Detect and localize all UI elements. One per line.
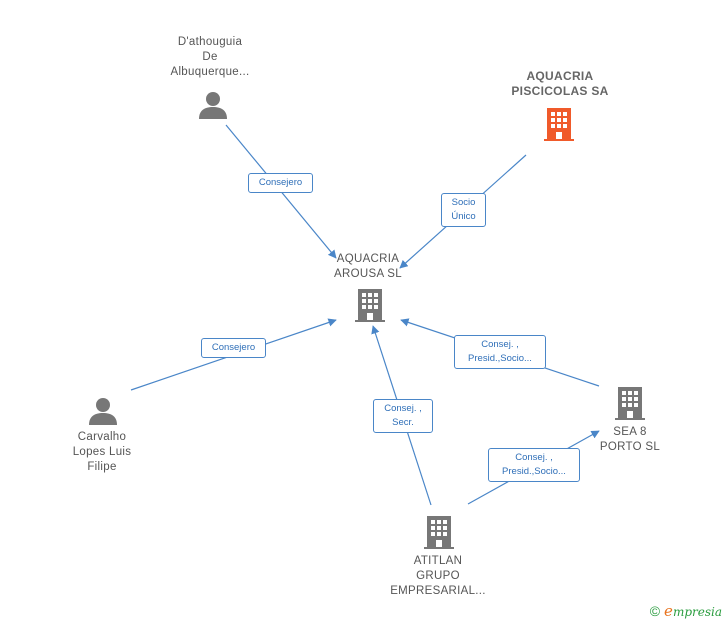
node-label-aquacria-piscicolas[interactable]: AQUACRIA PISCICOLAS SA [511, 69, 609, 98]
node-label-sea8[interactable]: SEA 8 PORTO SL [599, 426, 661, 453]
edge-label-piscicolas-arousa[interactable]: Socio Único [441, 193, 486, 227]
edge-label-dathouguia-arousa[interactable]: Consejero [248, 173, 313, 193]
edge-label-atitlan-arousa[interactable]: Consej. , Secr. [373, 399, 433, 433]
node-label-dathouguia[interactable]: D'athouguia De Albuquerque... [170, 36, 250, 78]
edge-label-atitlan-sea8[interactable]: Consej. , Presid.,Socio... [488, 448, 580, 482]
footer-brand: © empresia [650, 602, 722, 620]
person-icon[interactable] [197, 89, 229, 121]
building-icon-highlight[interactable] [543, 106, 575, 142]
building-icon[interactable] [423, 514, 455, 550]
person-icon[interactable] [87, 395, 119, 427]
copyright-symbol: © [649, 603, 661, 619]
node-label-atitlan[interactable]: ATITLAN GRUPO EMPRESARIAL... [390, 555, 486, 597]
building-icon[interactable] [354, 287, 386, 323]
node-label-carvalho[interactable]: Carvalho Lopes Luis Filipe [72, 431, 132, 473]
node-label-aquacria-arousa[interactable]: AQUACRIA AROUSA SL [334, 253, 402, 280]
edge-label-sea8-arousa[interactable]: Consej. , Presid.,Socio... [454, 335, 546, 369]
empresia-logo[interactable]: empresia [664, 602, 722, 620]
edge-label-carvalho-arousa[interactable]: Consejero [201, 338, 266, 358]
building-icon[interactable] [614, 385, 646, 421]
